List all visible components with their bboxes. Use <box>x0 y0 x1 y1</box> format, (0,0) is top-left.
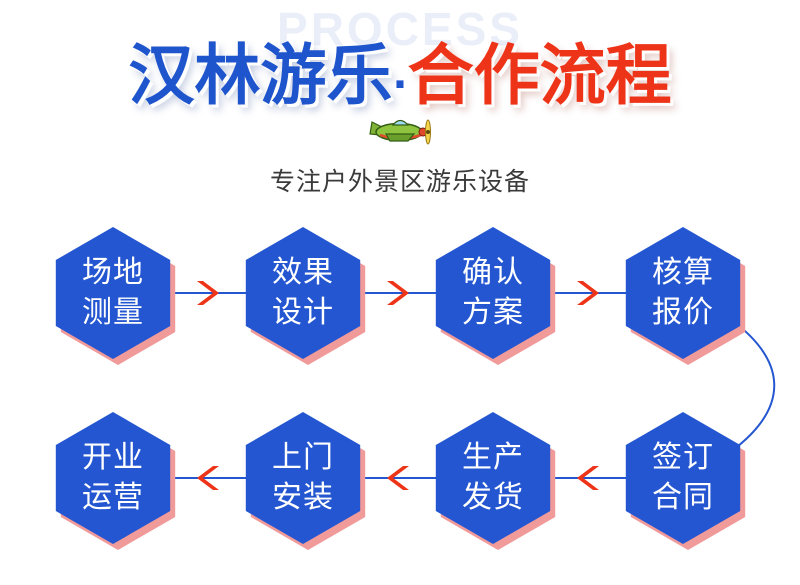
step-label-line2: 设计 <box>272 295 334 330</box>
chevron-left-icon <box>197 466 219 490</box>
process-watermark: PROCESS <box>277 3 523 55</box>
step-label-line2: 合同 <box>652 480 714 515</box>
chevron-right-icon <box>577 281 599 305</box>
step-label-line1: 开业 <box>82 440 144 475</box>
step-node-hexagon <box>245 227 361 359</box>
chevron-left-icon <box>387 466 409 490</box>
step-label-line2: 运营 <box>82 480 144 515</box>
step-node-hexagon <box>55 227 171 359</box>
step-label-line2: 测量 <box>82 295 144 330</box>
step-label-line1: 核算 <box>652 255 714 290</box>
chevron-right-icon <box>197 281 219 305</box>
step-label: 生产发货 <box>433 438 553 518</box>
chevron-left-icon <box>577 466 599 490</box>
step-node-hexagon <box>625 227 741 359</box>
step-node-hexagon <box>625 412 741 544</box>
connector-curve-right <box>732 320 776 451</box>
page-subtitle: 专注户外景区游乐设备 <box>269 167 530 196</box>
step-label-line1: 场地 <box>82 255 144 290</box>
title-separator: · <box>392 62 408 108</box>
step-label-line2: 报价 <box>652 295 714 330</box>
airplane-icon <box>369 119 431 145</box>
step-label: 上门安装 <box>243 438 363 518</box>
step-label: 签订合同 <box>623 438 743 518</box>
step-label-line1: 签订 <box>652 440 714 475</box>
step-label-line1: 上门 <box>272 440 334 475</box>
step-label-line1: 效果 <box>272 255 334 290</box>
title-brand: 汉林游乐 <box>128 37 393 114</box>
step-label: 场地测量 <box>53 253 173 333</box>
step-label-line2: 安装 <box>272 480 334 515</box>
title-process: 合作流程 <box>407 37 672 114</box>
page-title: 汉林游乐·合作流程 <box>0 36 800 125</box>
chevron-right-icon <box>387 281 409 305</box>
step-label: 效果设计 <box>243 253 363 333</box>
step-node-hexagon <box>435 227 551 359</box>
step-node-hexagon <box>435 412 551 544</box>
step-label: 确认方案 <box>433 253 553 333</box>
step-node-hexagon <box>245 412 361 544</box>
step-label: 开业运营 <box>53 438 173 518</box>
step-label: 核算报价 <box>623 253 743 333</box>
step-label-line2: 发货 <box>462 480 524 515</box>
step-label-line1: 确认 <box>462 255 524 290</box>
step-node-hexagon <box>55 412 171 544</box>
step-label-line2: 方案 <box>462 295 524 330</box>
step-label-line1: 生产 <box>462 440 524 475</box>
